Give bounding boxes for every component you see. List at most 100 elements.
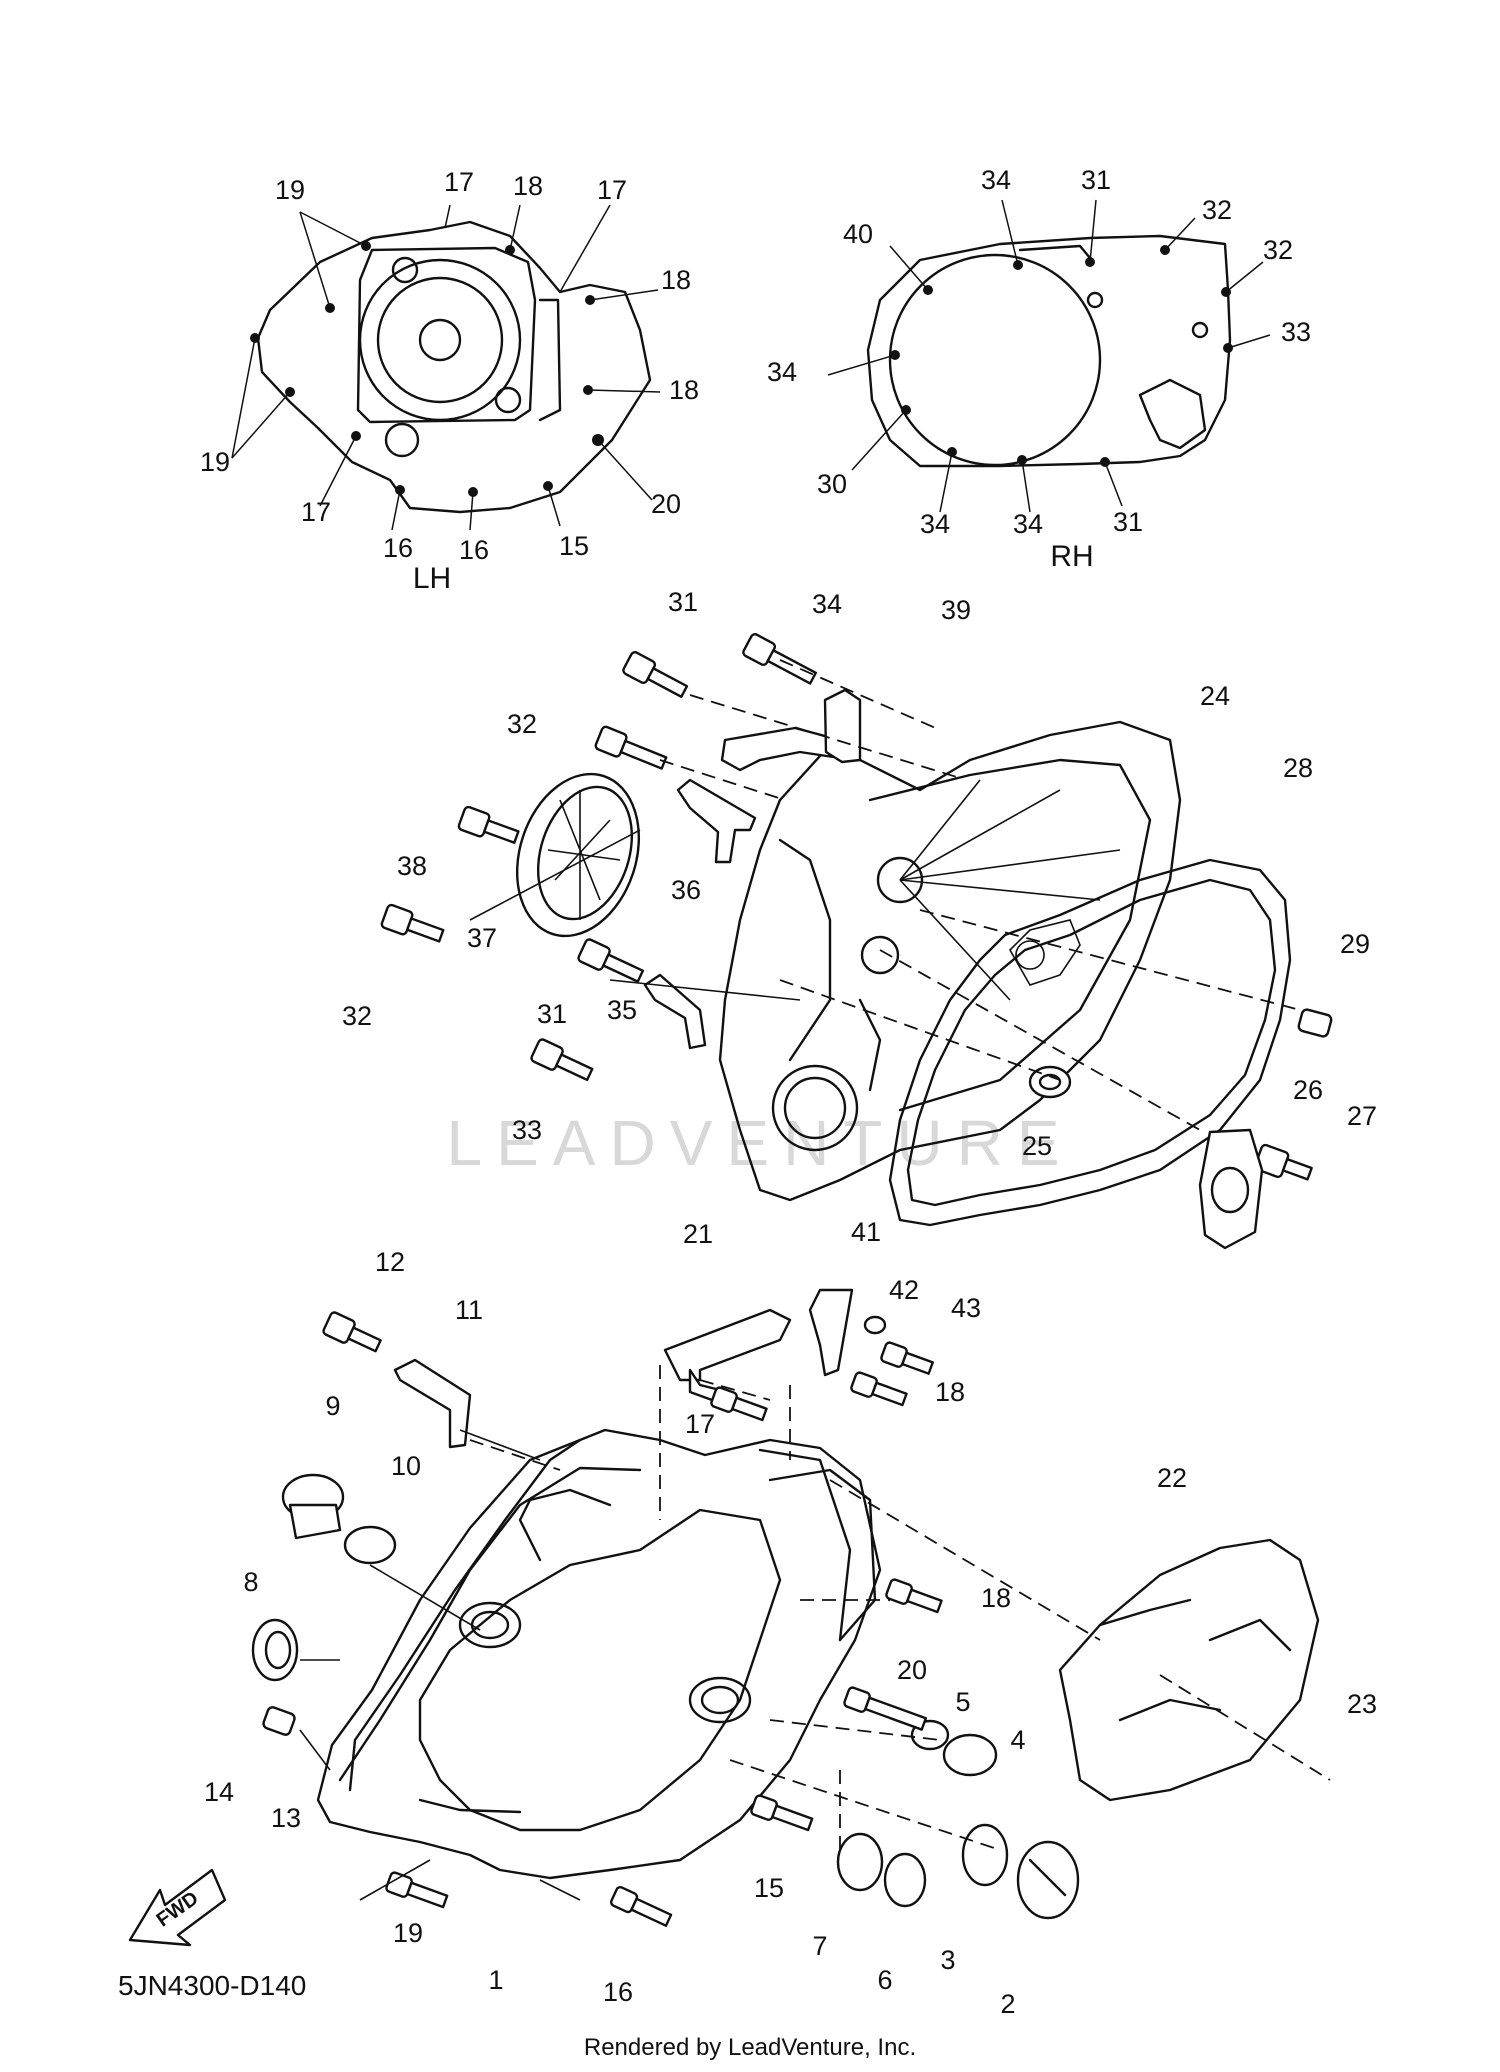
callout-32: 32 <box>342 1001 372 1031</box>
callout-38: 38 <box>397 851 427 881</box>
callout-28: 28 <box>1283 753 1313 783</box>
callout-33: 33 <box>1281 317 1311 347</box>
callout-21: 21 <box>683 1219 713 1249</box>
callout-26: 26 <box>1293 1075 1323 1105</box>
callout-36: 36 <box>671 875 701 905</box>
callout-12: 12 <box>375 1247 405 1277</box>
callout-17: 17 <box>685 1409 715 1439</box>
callout-15: 15 <box>754 1873 784 1903</box>
callout-32: 32 <box>1202 195 1232 225</box>
callout-14: 14 <box>204 1777 234 1807</box>
part-39-bracket <box>720 688 862 772</box>
part-42-washer <box>863 1315 887 1335</box>
callout-34: 34 <box>920 509 950 539</box>
part-21-bracket <box>663 1308 792 1402</box>
callout-30: 30 <box>817 469 847 499</box>
part-37-cover <box>515 772 641 938</box>
diagram-code: 5JN4300-D140 <box>118 1970 306 2001</box>
callout-9: 9 <box>325 1391 340 1421</box>
callout-2: 2 <box>1000 1989 1015 2019</box>
part-25-oil-seal <box>1028 1065 1072 1099</box>
part-10-o-ring <box>343 1525 397 1565</box>
callout-18: 18 <box>669 375 699 405</box>
callout-39: 39 <box>941 595 971 625</box>
rh-view-label: RH <box>1050 540 1093 573</box>
callout-32: 32 <box>507 709 537 739</box>
callout-20: 20 <box>651 489 681 519</box>
callout-3: 3 <box>940 1945 955 1975</box>
callout-18: 18 <box>513 171 543 201</box>
callout-22: 22 <box>1157 1463 1187 1493</box>
callout-41: 41 <box>851 1217 881 1247</box>
callout-23: 23 <box>1347 1689 1377 1719</box>
callout-16: 16 <box>383 533 413 563</box>
callout-34: 34 <box>981 165 1011 195</box>
callout-18: 18 <box>661 265 691 295</box>
rendered-by-credit: Rendered by LeadVenture, Inc. <box>584 2034 916 2061</box>
bottom-dashed-lines <box>299 1365 1331 1901</box>
callout-24: 24 <box>1200 681 1230 711</box>
part-3-o-ring <box>961 1823 1009 1887</box>
middle-bolts <box>380 633 1313 1181</box>
callout-31: 31 <box>537 999 567 1029</box>
callout-31: 31 <box>668 587 698 617</box>
callout-17: 17 <box>597 175 627 205</box>
part-36-bracket <box>676 778 757 864</box>
callout-42: 42 <box>889 1275 919 1305</box>
lh-view-label: LH <box>413 562 451 595</box>
bottom-bolts <box>322 1311 943 1927</box>
callout-19: 19 <box>200 447 230 477</box>
middle-dashed-lines <box>469 659 1301 1131</box>
callout-27: 27 <box>1347 1101 1377 1131</box>
callout-35: 35 <box>607 995 637 1025</box>
callout-13: 13 <box>271 1803 301 1833</box>
part-9-filler-cap <box>281 1473 345 1540</box>
left-crankcase-cover <box>316 1428 882 1880</box>
lh-gasket-view <box>250 220 652 514</box>
part-22-sprocket-cover <box>1058 1538 1320 1802</box>
part-6-collar <box>883 1852 927 1908</box>
callout-18: 18 <box>981 1583 1011 1613</box>
callout-15: 15 <box>559 531 589 561</box>
callout-19: 19 <box>275 175 305 205</box>
callout-20: 20 <box>897 1655 927 1685</box>
callout-25: 25 <box>1022 1131 1052 1161</box>
callout-17: 17 <box>301 497 331 527</box>
part-8-plug <box>251 1618 299 1682</box>
callout-10: 10 <box>391 1451 421 1481</box>
right-cover-gasket <box>888 858 1292 1227</box>
part-41-bracket <box>808 1288 854 1377</box>
callout-16: 16 <box>459 535 489 565</box>
part-7-collar <box>836 1832 884 1892</box>
callout-11: 11 <box>455 1295 483 1325</box>
part-11-bracket <box>393 1358 472 1449</box>
callout-5: 5 <box>955 1687 970 1717</box>
part-26-plate <box>1198 1128 1264 1250</box>
rh-leader-lines <box>827 199 1271 513</box>
part-35-bracket <box>643 973 707 1050</box>
callout-1: 1 <box>488 1965 503 1995</box>
part-14-dowel <box>262 1706 296 1736</box>
callout-33: 33 <box>512 1115 542 1145</box>
right-crankcase-cover <box>718 720 1182 1202</box>
callout-32: 32 <box>1263 235 1293 265</box>
part-5-o-ring <box>910 1719 950 1751</box>
callout-34: 34 <box>812 589 842 619</box>
fwd-arrow: FWD <box>128 1868 227 1947</box>
part-4-plug <box>942 1733 998 1777</box>
callout-18: 18 <box>935 1377 965 1407</box>
callout-6: 6 <box>877 1965 892 1995</box>
callout-29: 29 <box>1340 929 1370 959</box>
callout-8: 8 <box>243 1567 258 1597</box>
left-cover-outline-gasket <box>348 1438 852 1792</box>
callout-31: 31 <box>1081 165 1111 195</box>
callout-37: 37 <box>467 923 497 953</box>
callout-43: 43 <box>951 1293 981 1323</box>
part-29-dowel <box>1297 1008 1333 1038</box>
callout-4: 4 <box>1010 1725 1025 1755</box>
callout-40: 40 <box>843 219 873 249</box>
callout-17: 17 <box>444 167 474 197</box>
callout-19: 19 <box>393 1918 423 1948</box>
